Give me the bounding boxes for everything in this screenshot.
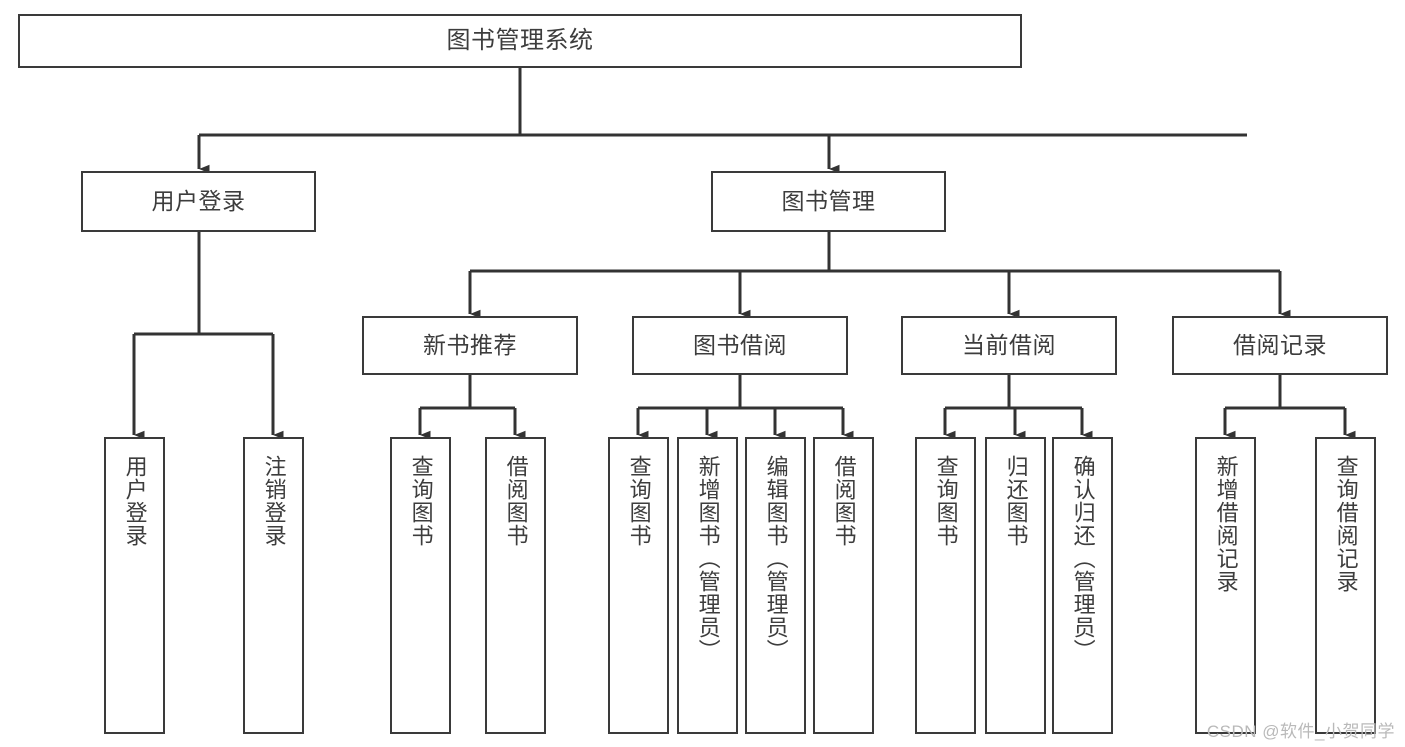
node-leaf-query-book-3[interactable]: 查询图书	[915, 437, 976, 734]
node-leaf-query-borrow-record[interactable]: 查询借阅记录	[1315, 437, 1376, 734]
node-leaf-add-book[interactable]: 新增图书（管理员）	[677, 437, 738, 734]
node-leaf-return-book[interactable]: 归还图书	[985, 437, 1046, 734]
watermark-text: CSDN @软件_小贺同学	[1206, 722, 1395, 741]
node-label: 新书推荐	[423, 331, 517, 358]
node-root-book-management-system[interactable]: 图书管理系统	[18, 14, 1022, 68]
node-leaf-query-book-1[interactable]: 查询图书	[390, 437, 451, 734]
node-leaf-edit-book[interactable]: 编辑图书（管理员）	[745, 437, 806, 734]
node-leaf-query-book-2[interactable]: 查询图书	[608, 437, 669, 734]
node-label: 新增图书（管理员）	[695, 455, 721, 662]
node-label: 图书管理系统	[446, 26, 594, 54]
node-label: 用户登录	[151, 187, 246, 214]
node-label: 图书管理	[781, 187, 876, 214]
node-leaf-add-borrow-record[interactable]: 新增借阅记录	[1195, 437, 1256, 734]
node-leaf-borrow-book-1[interactable]: 借阅图书	[485, 437, 546, 734]
node-label: 用户登录	[122, 455, 148, 547]
node-label: 当前借阅	[962, 331, 1056, 358]
node-borrow-record[interactable]: 借阅记录	[1172, 316, 1388, 375]
node-label: 查询图书	[408, 455, 434, 547]
node-current-borrow[interactable]: 当前借阅	[901, 316, 1117, 375]
node-user-login[interactable]: 用户登录	[81, 171, 316, 232]
node-book-borrow[interactable]: 图书借阅	[632, 316, 848, 375]
node-leaf-user-login[interactable]: 用户登录	[104, 437, 165, 734]
node-label: 借阅图书	[503, 455, 529, 547]
node-label: 归还图书	[1003, 455, 1029, 547]
node-label: 新增借阅记录	[1213, 455, 1239, 593]
node-label: 借阅图书	[831, 455, 857, 547]
node-label: 查询图书	[933, 455, 959, 547]
node-leaf-logout-login[interactable]: 注销登录	[243, 437, 304, 734]
node-label: 编辑图书（管理员）	[763, 455, 789, 662]
node-label: 图书借阅	[693, 331, 787, 358]
node-label: 确认归还（管理员）	[1070, 455, 1096, 662]
node-label: 查询借阅记录	[1333, 455, 1359, 593]
node-label: 注销登录	[261, 455, 287, 547]
node-book-management[interactable]: 图书管理	[711, 171, 946, 232]
node-leaf-borrow-book-2[interactable]: 借阅图书	[813, 437, 874, 734]
node-label: 借阅记录	[1233, 331, 1327, 358]
node-label: 查询图书	[626, 455, 652, 547]
node-leaf-confirm-return[interactable]: 确认归还（管理员）	[1052, 437, 1113, 734]
node-new-book-recommend[interactable]: 新书推荐	[362, 316, 578, 375]
